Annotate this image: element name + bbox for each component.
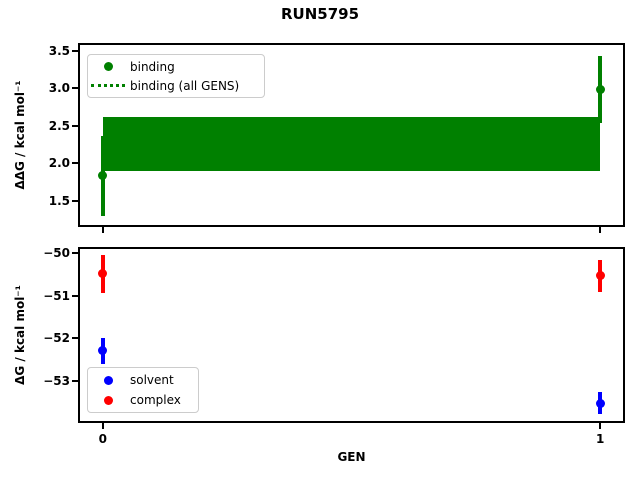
y-tick-mark (72, 294, 78, 297)
legend-handle (88, 375, 128, 385)
y-tick-mark (72, 162, 78, 165)
legend-legs: solvent complex (87, 367, 199, 413)
figure-title: RUN5795 (280, 5, 360, 23)
dg-axis-label: ΔG / kcal mol⁻¹ (13, 285, 27, 385)
legend-handle (88, 84, 128, 87)
legend-binding: binding binding (all GENS) (87, 54, 265, 98)
solvent-marker-icon (103, 375, 113, 385)
legend-entry-solvent: solvent (88, 370, 198, 390)
complex-marker-icon (103, 395, 113, 405)
legend-entry-complex: complex (88, 390, 198, 410)
binding-marker-icon (103, 62, 113, 71)
y-tick-label: 1.5 (48, 193, 70, 208)
y-tick-label: 2.0 (48, 156, 70, 171)
binding-all-gens-dotted-line-icon (91, 84, 125, 87)
x-tick-mark (599, 423, 602, 429)
y-tick-label: −53 (43, 373, 70, 388)
axes-dg-legs: ΔG / kcal mol⁻¹ GEN solvent complex −50 −… (13, 246, 625, 464)
y-tick-mark (72, 199, 78, 202)
solvent-data-point (98, 346, 108, 356)
legend-entry-binding: binding (88, 57, 264, 76)
legend-label-solvent: solvent (130, 373, 174, 387)
x-tick-mark (599, 227, 602, 233)
x-tick-label: 0 (98, 432, 108, 446)
x-tick-mark (101, 227, 104, 233)
x-tick-mark (101, 423, 104, 429)
y-tick-label: 2.5 (48, 118, 70, 133)
binding-all-gens-band (102, 116, 601, 171)
complex-data-point (98, 269, 108, 279)
x-tick-label: 1 (595, 432, 605, 446)
y-tick-mark (72, 87, 78, 90)
legend-label-binding-all-gens: binding (all GENS) (130, 78, 240, 93)
complex-data-point (595, 271, 605, 281)
legend-handle (88, 62, 128, 71)
legend-label-binding: binding (130, 59, 175, 74)
y-tick-label: 3.5 (48, 43, 70, 58)
y-tick-mark (72, 252, 78, 255)
gen-axis-label: GEN (337, 450, 366, 464)
y-tick-label: −50 (43, 246, 70, 261)
y-tick-mark (72, 337, 78, 340)
legend-handle (88, 395, 128, 405)
binding-data-point (595, 85, 605, 95)
legend-label-complex: complex (130, 393, 181, 407)
ddg-axis-label: ΔΔG / kcal mol⁻¹ (13, 80, 27, 190)
legend-entry-binding-all-gens: binding (all GENS) (88, 76, 264, 95)
y-tick-label: −52 (43, 331, 70, 346)
y-tick-mark (72, 124, 78, 127)
solvent-data-point (595, 398, 605, 408)
axes-ddg-binding: ΔΔG / kcal mol⁻¹ binding binding (all GE… (13, 43, 625, 233)
y-tick-label: 3.0 (48, 81, 70, 96)
y-tick-mark (72, 379, 78, 382)
y-tick-mark (72, 49, 78, 52)
binding-data-point (98, 171, 108, 181)
y-tick-label: −51 (43, 288, 70, 303)
